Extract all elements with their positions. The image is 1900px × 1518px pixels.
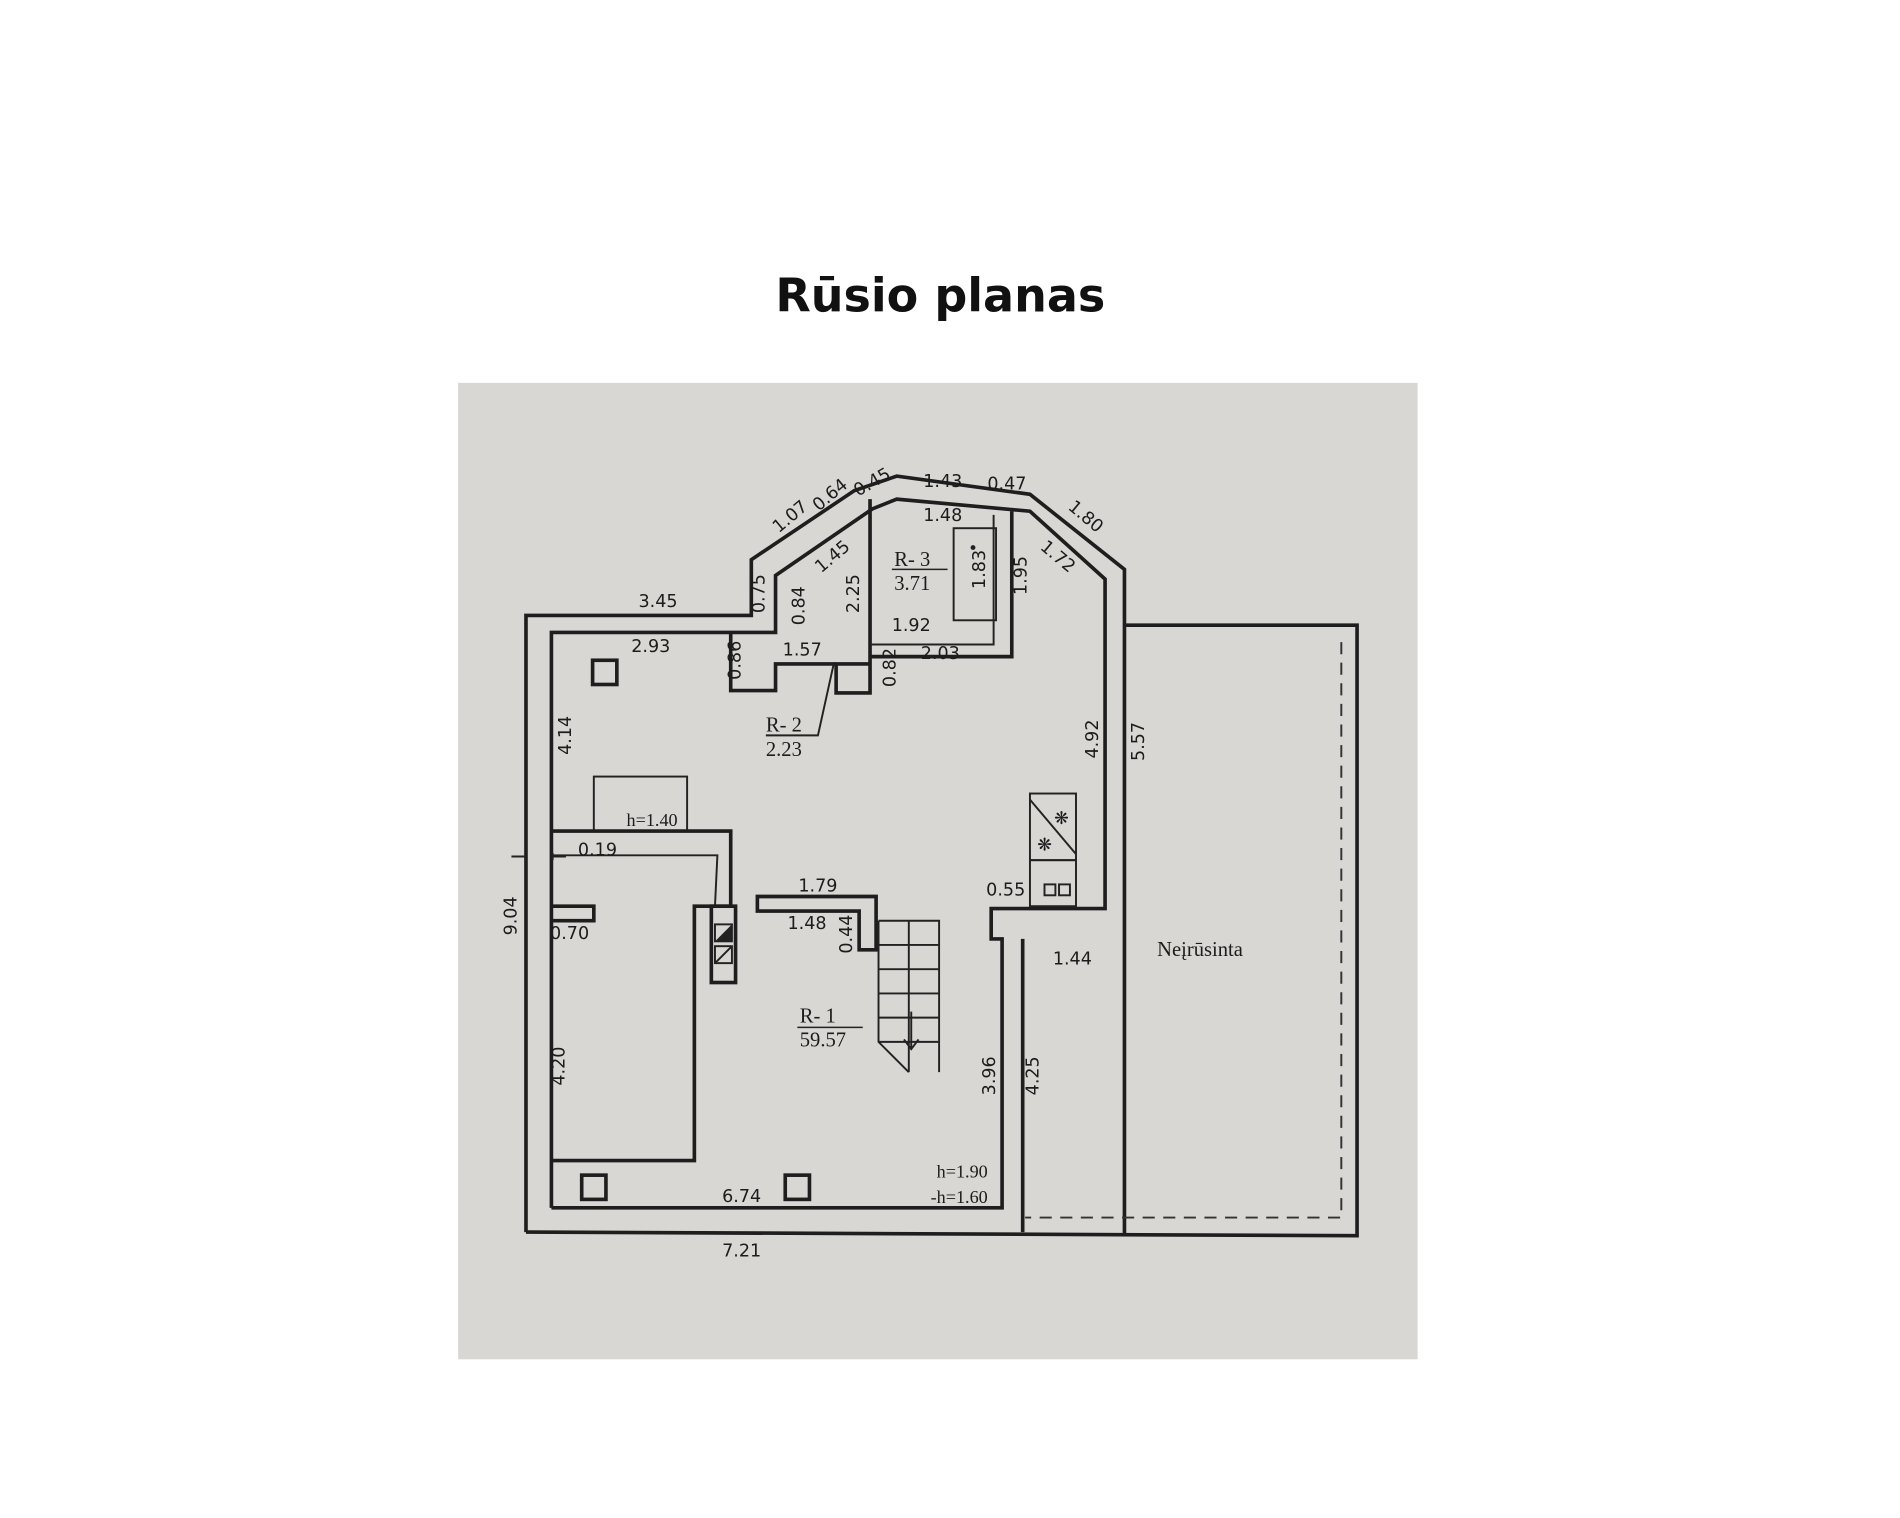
dimension-label: 4.25: [1023, 1056, 1043, 1095]
dimension-label: 7.21: [722, 1241, 761, 1261]
dimension-label: 9.04: [501, 896, 521, 935]
dimension-label: 1.48: [788, 914, 827, 934]
room-id: R- 1: [800, 1005, 836, 1027]
room-id: R- 3: [894, 549, 930, 571]
dimension-label: 0.75: [750, 574, 770, 613]
dimension-label: 1.83: [970, 550, 990, 589]
height-note: h=1.90: [937, 1162, 988, 1182]
dimension-label: 1.43: [923, 472, 962, 492]
svg-text:❋: ❋: [1054, 809, 1069, 829]
dimension-label: 0.82: [880, 648, 900, 687]
dimension-label: 1.92: [892, 616, 931, 636]
dimension-label: 2.25: [844, 574, 864, 613]
height-note: -h=1.60: [931, 1187, 988, 1207]
dimension-label: 0.47: [987, 474, 1026, 494]
dimension-label: 1.48: [923, 506, 962, 526]
dimension-label: 0.70: [550, 924, 589, 944]
dimension-label: 1.95: [1011, 556, 1031, 595]
dimension-label: 2.93: [631, 637, 670, 657]
page-title: Rūsio planas: [775, 268, 1105, 322]
height-note: h=1.40: [627, 810, 678, 830]
dimension-label: 0.44: [837, 915, 857, 954]
dimension-label: 4.20: [550, 1047, 570, 1086]
dimension-label: 0.55: [986, 880, 1025, 900]
room-id: R- 2: [766, 715, 802, 737]
room-area: 2.23: [766, 739, 802, 761]
dimension-label: 0.86: [725, 641, 745, 680]
dimension-label: 4.92: [1083, 719, 1103, 758]
unfinished-area-label: Neįrūsinta: [1157, 939, 1243, 961]
dimension-label: 0.19: [578, 840, 617, 860]
plan-paper: [458, 382, 1418, 1360]
room-labels: R- 1 59.57 R- 2 2.23 R- 3 3.71 Neįrūsint…: [627, 549, 1243, 1207]
dimension-label: 6.74: [722, 1187, 761, 1207]
dimension-label: 1.44: [1053, 949, 1092, 969]
dimension-label: 1.79: [798, 877, 837, 897]
dimension-label: 1.57: [783, 640, 822, 660]
dimension-label: 0.84: [790, 586, 810, 625]
dimension-label: 4.14: [556, 716, 576, 755]
dimension-label: 3.45: [638, 592, 677, 612]
walls: ❋❋: [511, 474, 1359, 1238]
room-area: 59.57: [800, 1030, 846, 1052]
dimension-label: 3.96: [980, 1056, 1000, 1095]
svg-text:❋: ❋: [1037, 835, 1052, 855]
dimension-label: 2.03: [921, 644, 960, 664]
room-area: 3.71: [894, 573, 930, 595]
dimension-label: 5.57: [1129, 722, 1149, 761]
